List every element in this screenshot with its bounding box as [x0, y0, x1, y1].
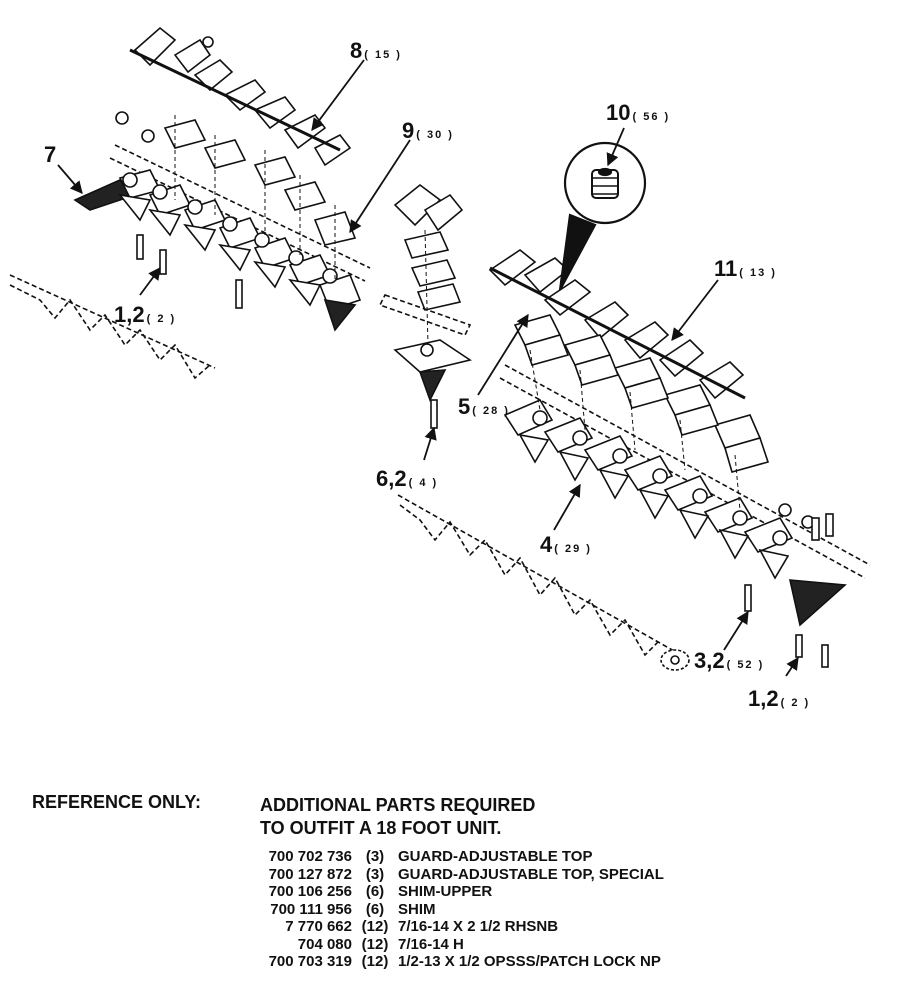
callout-10: 10( 56 ) — [606, 100, 670, 125]
callout-11: 11( 13 ) — [714, 256, 777, 281]
parts-list-row: 700 703 319 (12) 1/2-13 X 1/2 OPSSS/PATCH … — [232, 953, 664, 971]
part-description: SHIM — [398, 900, 436, 918]
parts-list-row: 704 080 (12) 7/16-14 H — [232, 936, 664, 954]
part-qty: (12) — [361, 918, 389, 935]
callout-1-2-right: 1,2( 2 ) — [748, 686, 810, 711]
part-number: 700 703 319 — [268, 953, 352, 970]
additional-parts-heading-line2: TO OUTFIT A 18 FOOT UNIT. — [260, 818, 502, 838]
middle-guard-assembly — [378, 183, 472, 429]
detail-callout-bubble — [558, 141, 647, 291]
part-number: 700 127 872 — [268, 865, 352, 883]
part-qty: (3) — [365, 848, 385, 865]
parts-list-row: 7 770 662 (12) 7/16-14 X 2 1/2 RHSNB — [232, 918, 664, 936]
part-number: 700 111 956 — [270, 900, 352, 918]
callout-1-2-left: 1,2( 2 ) — [114, 302, 176, 327]
parts-list-row: 700 127 872 (3) GUARD-ADJUSTABLE TOP, SPEC… — [232, 866, 664, 884]
part-description: 7/16-14 H — [398, 935, 464, 953]
part-description: 7/16-14 X 2 1/2 RHSNB — [398, 918, 559, 935]
callout-7: 7 — [44, 142, 56, 167]
parts-list-row: 700 106 256 (6) SHIM-UPPER — [232, 883, 664, 901]
callout-8: 8( 15 ) — [350, 38, 402, 63]
part-qty: (12) — [361, 953, 389, 970]
callout-3-2: 3,2( 52 ) — [694, 648, 764, 673]
left-knife-assembly — [9, 26, 371, 380]
part-number: 700 702 736 — [268, 848, 352, 865]
part-number: 704 080 — [297, 935, 352, 953]
part-description: GUARD-ADJUSTABLE TOP — [398, 848, 593, 865]
part-number: 7 770 662 — [285, 918, 352, 935]
reference-only-label: REFERENCE ONLY: — [32, 792, 202, 812]
part-qty: (12) — [361, 935, 389, 953]
callout-6-2: 6,2( 4 ) — [376, 466, 438, 491]
parts-list: 700 702 736 (3) GUARD-ADJUSTABLE TOP 700 1… — [232, 848, 664, 971]
additional-parts-heading-line1: ADDITIONAL PARTS REQUIRED — [260, 795, 536, 815]
callout-4: 4( 29 ) — [540, 532, 592, 557]
part-number: 700 106 256 — [268, 883, 352, 900]
part-qty: (3) — [365, 865, 385, 883]
callout-9: 9( 30 ) — [402, 118, 454, 143]
part-qty: (6) — [365, 900, 385, 918]
leader-lines — [57, 59, 799, 677]
parts-list-row: 700 702 736 (3) GUARD-ADJUSTABLE TOP — [232, 848, 664, 866]
part-qty: (6) — [365, 883, 385, 900]
part-description: 1/2-13 X 1/2 OPSSS/PATCH LOCK NP — [398, 953, 661, 970]
exploded-parts-diagram: 8( 15 ) 9( 30 ) 10( 56 ) 7 11( 13 ) 1,2(… — [9, 26, 871, 711]
callout-5: 5( 28 ) — [458, 394, 510, 419]
part-description: SHIM-UPPER — [398, 883, 493, 900]
part-description: GUARD-ADJUSTABLE TOP, SPECIAL — [398, 865, 664, 883]
right-knife-assembly — [397, 249, 871, 671]
parts-list-row: 700 111 956 (6) SHIM — [232, 901, 664, 919]
